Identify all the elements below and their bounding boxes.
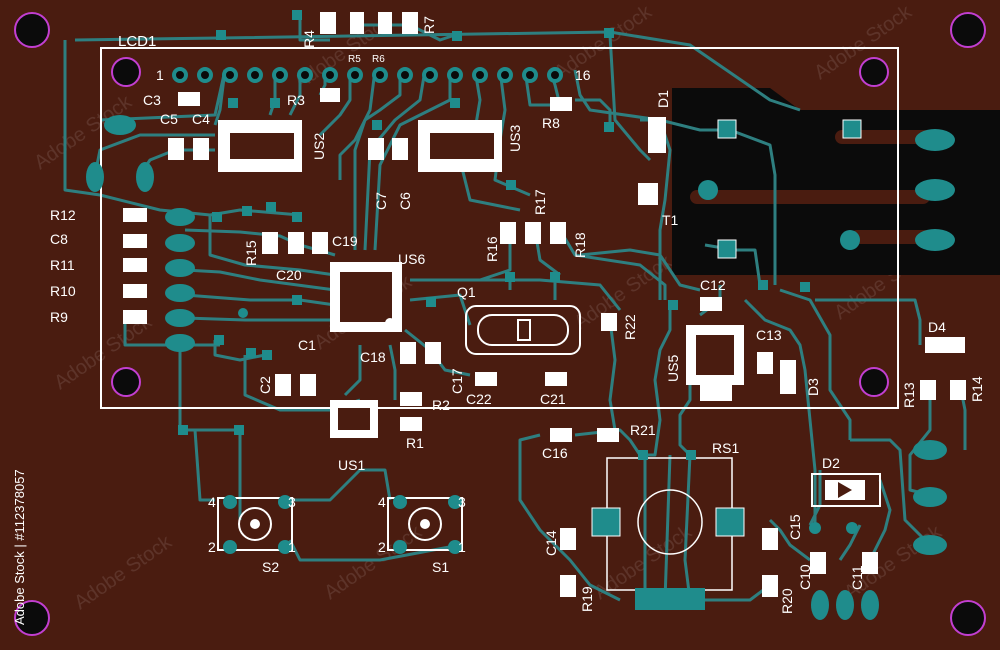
rs1-block xyxy=(591,457,745,610)
label-c17: C17 xyxy=(449,368,465,394)
label-s2-pin1: 1 xyxy=(288,539,296,555)
label-pin16: 16 xyxy=(575,67,591,83)
mount-hole-bottom-right xyxy=(950,600,986,636)
label-c21: C21 xyxy=(540,391,566,407)
diode-d2 xyxy=(811,473,881,507)
label-c22: C22 xyxy=(466,391,492,407)
label-r20: R20 xyxy=(779,588,795,614)
label-r2: R2 xyxy=(432,397,450,413)
lcd-hole-2 xyxy=(859,57,889,87)
label-pin1: 1 xyxy=(156,67,164,83)
vias xyxy=(178,10,858,534)
label-r17: R17 xyxy=(532,189,548,215)
lcd-hole-1 xyxy=(111,57,141,87)
lcd-header-pins xyxy=(172,67,563,83)
label-c16: C16 xyxy=(542,445,568,461)
label-s2-pin2: 2 xyxy=(208,539,216,555)
label-s2-pin4: 4 xyxy=(208,494,216,510)
label-r10: R10 xyxy=(50,283,76,299)
label-r6: R6 xyxy=(372,54,385,65)
label-r14: R14 xyxy=(969,376,985,402)
label-c12: C12 xyxy=(700,277,726,293)
lcd-outline xyxy=(100,47,899,409)
switch-s2 xyxy=(217,495,293,554)
label-us5: US5 xyxy=(665,355,681,382)
smd-parts xyxy=(123,12,966,597)
label-d3: D3 xyxy=(805,378,821,396)
label-us6: US6 xyxy=(398,251,425,267)
mount-hole-top-right xyxy=(950,12,986,48)
label-c8: C8 xyxy=(50,231,68,247)
label-c10: C10 xyxy=(797,564,813,590)
mounting-holes xyxy=(14,12,986,636)
stock-id: Adobe Stock | #112378057 xyxy=(12,469,27,625)
label-s2: S2 xyxy=(262,559,279,575)
label-r4: R4 xyxy=(301,30,317,48)
label-c5: C5 xyxy=(160,111,178,127)
label-s1-pin3: 3 xyxy=(458,494,466,510)
silkscreen-labels: LCD1 1 16 C3 C5 C4 R3 US2 US3 R4 R5 R6 R… xyxy=(12,16,985,625)
label-r13: R13 xyxy=(901,382,917,408)
label-d2: D2 xyxy=(822,455,840,471)
label-d4: D4 xyxy=(928,319,946,335)
label-us1: US1 xyxy=(338,457,365,473)
label-s1-pin1: 1 xyxy=(458,539,466,555)
label-c13: C13 xyxy=(756,327,782,343)
label-r11: R11 xyxy=(50,257,75,273)
label-c18: C18 xyxy=(360,349,386,365)
label-r7: R7 xyxy=(421,16,437,34)
label-r8: R8 xyxy=(542,115,560,131)
ic-packages xyxy=(218,120,744,438)
label-c19: C19 xyxy=(332,233,358,249)
relay-pads xyxy=(698,119,955,259)
label-r3: R3 xyxy=(287,92,305,108)
label-s1-pin2: 2 xyxy=(378,539,386,555)
label-q1: Q1 xyxy=(457,284,476,300)
label-r19: R19 xyxy=(579,586,595,612)
label-r1: R1 xyxy=(406,435,424,451)
label-c20: C20 xyxy=(276,267,302,283)
crystal-q1 xyxy=(465,305,581,355)
mount-hole-bottom-left xyxy=(14,600,50,636)
lcd-hole-4 xyxy=(859,367,889,397)
label-c14: C14 xyxy=(543,530,559,556)
label-c3: C3 xyxy=(143,92,161,108)
label-r15: R15 xyxy=(243,240,259,266)
label-c15: C15 xyxy=(787,514,803,540)
lcd-hole-3 xyxy=(111,367,141,397)
label-s1-pin4: 4 xyxy=(378,494,386,510)
label-t1: T1 xyxy=(662,212,679,228)
label-r12: R12 xyxy=(50,207,76,223)
label-c11: C11 xyxy=(849,565,865,590)
label-r21: R21 xyxy=(630,422,656,438)
label-c2: C2 xyxy=(257,376,273,394)
label-c1: C1 xyxy=(298,337,316,353)
label-s2-pin3: 3 xyxy=(288,494,296,510)
label-r16: R16 xyxy=(484,236,500,262)
connector-pads xyxy=(86,115,947,620)
label-us2: US2 xyxy=(311,133,327,160)
label-s1: S1 xyxy=(432,559,449,575)
label-lcd1: LCD1 xyxy=(118,33,156,50)
label-r9: R9 xyxy=(50,309,68,325)
label-d1: D1 xyxy=(655,90,671,108)
label-c6: C6 xyxy=(397,192,413,210)
label-c7: C7 xyxy=(373,192,389,210)
label-r22: R22 xyxy=(622,314,638,340)
label-r18: R18 xyxy=(572,232,588,258)
label-c4: C4 xyxy=(192,111,210,127)
label-r5: R5 xyxy=(348,54,361,65)
switch-s1 xyxy=(387,495,463,554)
mount-hole-top-left xyxy=(14,12,50,48)
label-rs1: RS1 xyxy=(712,440,739,456)
label-us3: US3 xyxy=(507,125,523,152)
